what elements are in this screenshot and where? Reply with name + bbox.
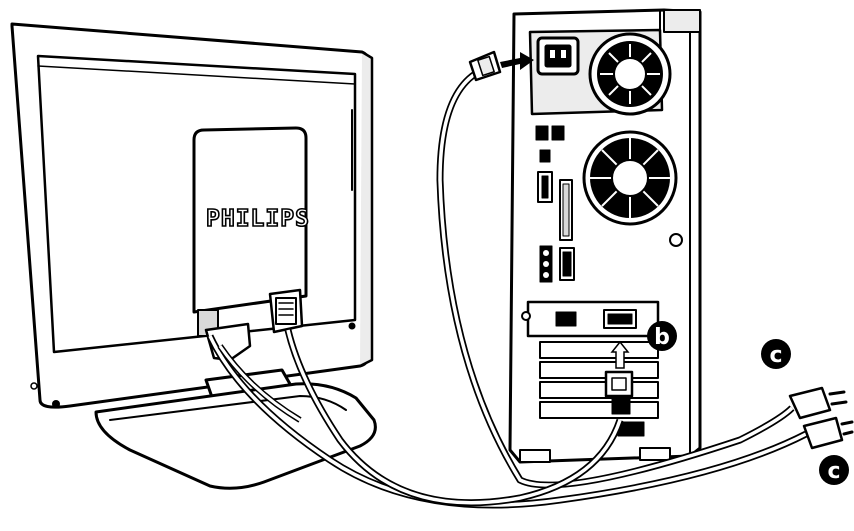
screw-icon <box>52 400 60 408</box>
screw-icon <box>31 383 37 389</box>
callout-c-bottom-label: c <box>827 459 840 484</box>
callout-b-label: b <box>654 325 670 350</box>
wall-plug-bottom <box>804 418 852 448</box>
screw-icon <box>349 323 356 330</box>
callout-c-top-label: c <box>769 343 782 368</box>
vga-connector-plug <box>276 298 296 324</box>
callout-b: b <box>647 321 677 351</box>
psu-fan-icon <box>590 34 670 114</box>
expansion-slots <box>522 302 658 436</box>
case-fan-icon <box>584 132 676 224</box>
monitor: PHILIPS <box>12 24 375 488</box>
power-plug <box>470 52 500 80</box>
callout-c-top: c <box>761 339 791 369</box>
dvi-port <box>556 312 576 326</box>
tower-top-tab <box>664 10 700 32</box>
wall-plug-top <box>790 388 846 418</box>
monitor-side-edge <box>360 52 372 366</box>
brand-logo: PHILIPS <box>206 206 310 232</box>
callout-c-bottom: c <box>819 455 849 485</box>
